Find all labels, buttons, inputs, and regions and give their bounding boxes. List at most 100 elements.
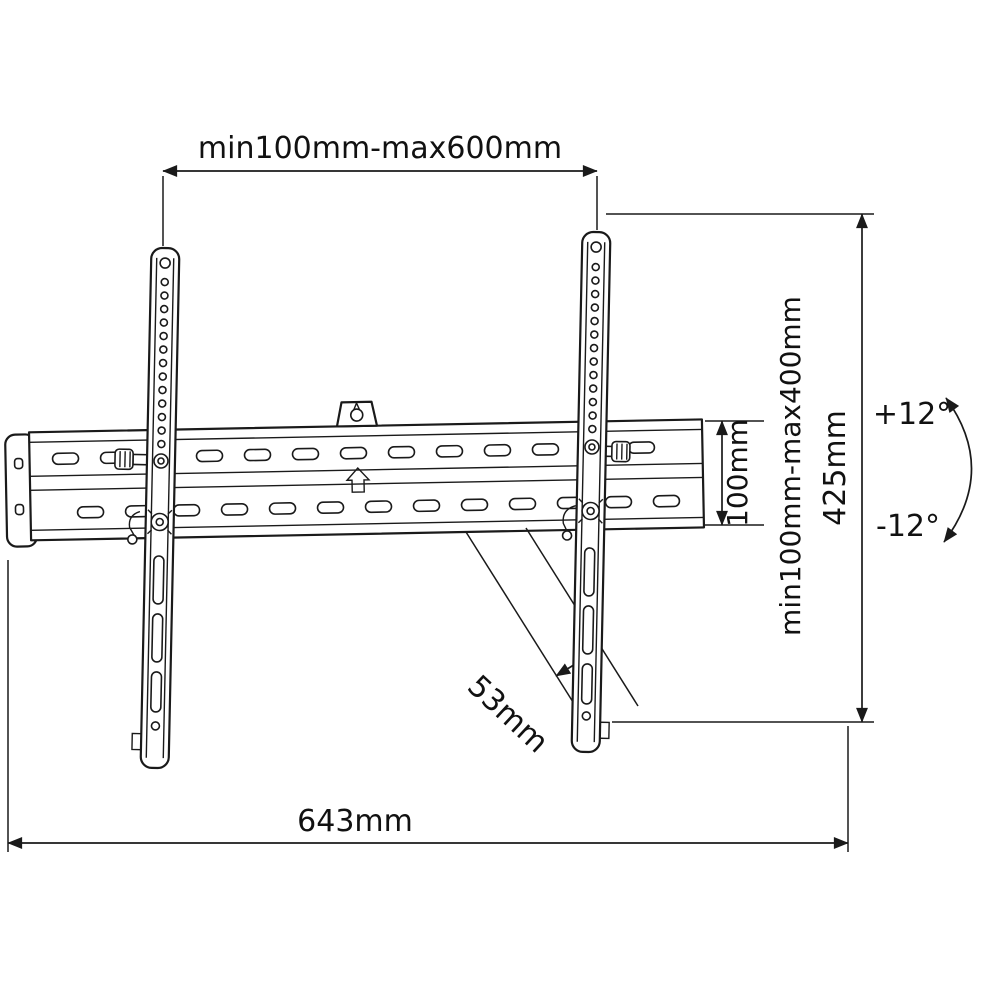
bracket-slot bbox=[152, 555, 165, 605]
bracket-edge-line bbox=[576, 241, 589, 742]
plate-slot bbox=[243, 448, 272, 462]
vesa-hole bbox=[159, 304, 169, 314]
keyhole-notch bbox=[353, 401, 361, 411]
vesa-width-label: min100mm-max600mm bbox=[198, 131, 562, 166]
vesa-hole bbox=[590, 316, 599, 326]
plate-slot bbox=[460, 498, 489, 512]
right-bracket-hole-column bbox=[588, 262, 601, 434]
vesa-hole bbox=[589, 357, 599, 366]
dimension-bracket-height: 425mm min100mm-max400mm bbox=[606, 213, 874, 723]
upper-bolt-center bbox=[157, 457, 165, 465]
vesa-hole bbox=[591, 276, 600, 285]
vesa-hole bbox=[588, 411, 597, 420]
plate-slot bbox=[412, 499, 441, 513]
plate-slot bbox=[172, 503, 201, 517]
plate-slot bbox=[531, 442, 560, 456]
plate-slot bbox=[220, 502, 249, 516]
left-latch-pin bbox=[127, 534, 138, 545]
bottom-hook bbox=[131, 732, 142, 751]
vesa-hole bbox=[589, 343, 599, 353]
vesa-hole bbox=[588, 424, 597, 434]
left-bracket-hole-column bbox=[157, 277, 170, 449]
depth-extension-line bbox=[465, 531, 579, 711]
bolt-wing bbox=[147, 509, 153, 515]
plate-height-label: 100mm bbox=[721, 419, 754, 527]
vesa-hole bbox=[157, 439, 166, 449]
bottom-hook bbox=[599, 721, 610, 740]
vesa-hole bbox=[157, 399, 167, 408]
total-width-label: 643mm bbox=[297, 804, 413, 839]
left-bracket-body bbox=[139, 246, 181, 770]
upper-bolt-center bbox=[588, 443, 596, 451]
vesa-hole bbox=[590, 289, 600, 299]
plate-slot bbox=[339, 446, 368, 460]
tilt-indicator: +12° -12° bbox=[873, 397, 973, 544]
tilt-up-label: +12° bbox=[873, 397, 951, 432]
plate-slot bbox=[268, 502, 297, 515]
bracket-slot bbox=[151, 613, 164, 663]
plate-slot bbox=[508, 497, 537, 511]
vesa-hole bbox=[160, 291, 169, 300]
plate-slot bbox=[627, 441, 656, 455]
bracket-slot bbox=[580, 663, 594, 705]
depth-dim-label: 53mm bbox=[460, 669, 555, 760]
tilt-arc bbox=[943, 397, 973, 543]
vesa-hole bbox=[589, 370, 598, 380]
vesa-hole bbox=[588, 384, 598, 393]
bracket-slot bbox=[150, 671, 163, 713]
plate-slot bbox=[604, 495, 633, 509]
bracket-height-label: 425mm bbox=[818, 410, 853, 526]
plate-slot bbox=[435, 444, 464, 458]
plate-slot bbox=[364, 500, 393, 514]
dimension-depth: 53mm bbox=[460, 527, 639, 760]
vesa-hole bbox=[590, 303, 600, 312]
left-latch bbox=[128, 510, 141, 538]
bracket-slot bbox=[581, 605, 595, 655]
lower-bolt-center bbox=[155, 517, 165, 527]
bolt-wing bbox=[598, 498, 604, 504]
bolt-wing bbox=[167, 529, 172, 535]
vesa-hole bbox=[158, 385, 167, 395]
bracket-top-hole bbox=[159, 257, 171, 269]
keyhole-hole bbox=[349, 408, 364, 422]
bracket-slot bbox=[583, 547, 596, 597]
vesa-hole bbox=[157, 426, 166, 435]
bolt-wing bbox=[146, 529, 153, 535]
vesa-hole bbox=[588, 397, 598, 407]
vesa-hole bbox=[159, 331, 168, 341]
bracket-edge-line bbox=[145, 257, 158, 758]
plate-slot bbox=[76, 505, 105, 519]
bolt-wing bbox=[578, 498, 584, 504]
vesa-hole bbox=[157, 412, 167, 422]
right-latch-pin bbox=[561, 530, 573, 541]
bracket-top-hole bbox=[590, 241, 602, 253]
plate-slot bbox=[387, 445, 416, 459]
right-latch bbox=[562, 505, 576, 536]
left-bracket bbox=[114, 246, 181, 770]
dimension-plate-height: 100mm bbox=[705, 419, 764, 527]
end-cap-slot bbox=[14, 503, 25, 516]
bracket-bottom-hole bbox=[581, 711, 592, 721]
tilt-down-label: -12° bbox=[876, 509, 940, 544]
plate-slot bbox=[316, 501, 345, 515]
vesa-height-label: min100mm-max400mm bbox=[774, 296, 807, 636]
vesa-hole bbox=[158, 358, 168, 368]
end-cap-slot bbox=[13, 457, 24, 470]
vesa-hole bbox=[589, 330, 599, 339]
dimension-vesa-width: min100mm-max600mm bbox=[162, 131, 598, 246]
plate-slot bbox=[291, 447, 320, 461]
right-bracket bbox=[561, 230, 631, 754]
vesa-hole bbox=[159, 318, 169, 327]
vesa-hole bbox=[160, 277, 170, 287]
plate-slot bbox=[652, 494, 681, 508]
bolt-wing bbox=[597, 518, 603, 524]
bolt-wing bbox=[577, 518, 583, 524]
bracket-bottom-hole bbox=[150, 721, 161, 731]
bracket-edge-line bbox=[593, 242, 606, 743]
bolt-wing bbox=[167, 509, 173, 515]
bracket-edge-line bbox=[162, 258, 175, 759]
up-arrow-icon bbox=[345, 467, 371, 493]
dimension-total-width: 643mm bbox=[7, 560, 849, 852]
